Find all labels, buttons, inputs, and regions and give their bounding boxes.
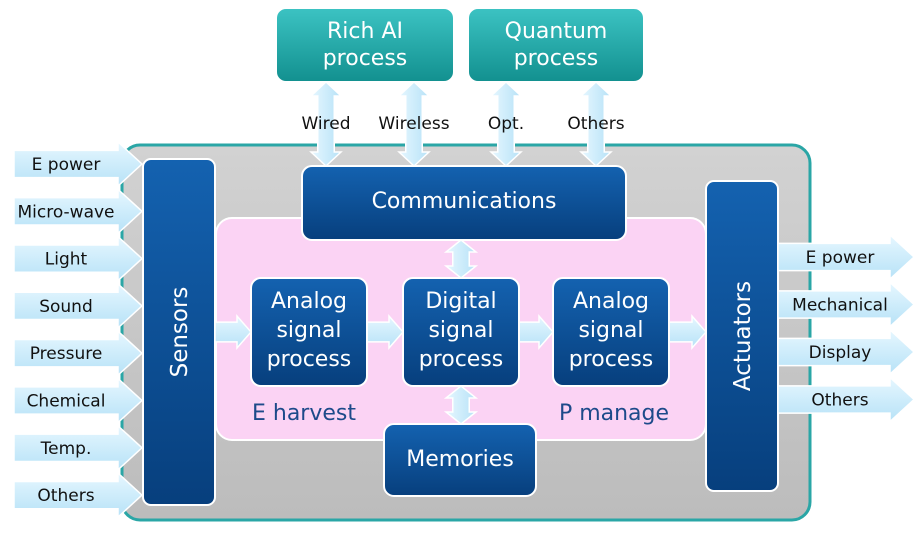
input-arrow-shape (13, 140, 144, 188)
input-arrow-shape (13, 329, 144, 377)
analog-signal-process-out-box: Analog signal process (552, 277, 670, 387)
link-label-wired: Wired (301, 114, 350, 134)
analog-out-line-3: process (569, 347, 654, 372)
output-label: Display (809, 343, 872, 363)
output-arrow-shape (777, 328, 916, 376)
quantum-process-box: Quantum process (467, 7, 645, 83)
input-arrow-shape (13, 187, 144, 236)
e-harvest-label: E harvest (252, 401, 356, 426)
analog-to-actuator-arrow (668, 314, 707, 350)
sensor-to-analog-arrow (214, 314, 252, 350)
memories-label: Memories (406, 447, 514, 472)
input-arrow-1: Micro-wave (13, 187, 144, 236)
p-manage-label: P manage (559, 401, 669, 426)
output-arrow-shape (777, 233, 916, 281)
input-label: Sound (39, 297, 93, 317)
input-label: Others (37, 486, 94, 506)
output-arrow-3: Others (777, 375, 916, 424)
output-arrow-shape (777, 280, 916, 329)
input-arrow-3: Sound (13, 282, 144, 330)
sensors-label: Sensors (167, 287, 193, 378)
input-arrow-0: E power (13, 140, 144, 188)
output-label: E power (806, 248, 875, 268)
digital-line-1: Digital (425, 289, 496, 314)
digital-to-analog-arrow (518, 314, 554, 350)
output-arrow-1: Mechanical (777, 280, 916, 329)
input-arrow-shape (13, 424, 144, 472)
rich-ai-process-line-2: process (323, 46, 408, 71)
output-label: Mechanical (792, 296, 888, 316)
input-label: Pressure (30, 344, 103, 364)
input-arrow-2: Light (13, 234, 144, 283)
digital-signal-process-box: Digital signal process (402, 277, 520, 387)
input-arrow-shape (13, 282, 144, 330)
input-arrow-5: Chemical (13, 376, 144, 425)
actuators-label: Actuators (730, 281, 756, 391)
input-arrow-shape (13, 471, 144, 519)
sensors-bar: Sensors (142, 158, 216, 506)
output-arrow-shape (777, 375, 916, 424)
input-arrow-6: Temp. (13, 424, 144, 472)
input-arrow-shape (13, 234, 144, 283)
analog-in-line-3: process (267, 347, 352, 372)
rich-ai-process-box: Rich AI process (275, 7, 455, 83)
input-label: Chemical (27, 392, 106, 412)
input-label: E power (32, 155, 101, 175)
link-label-optical: Opt. (488, 114, 524, 134)
analog-out-line-1: Analog (573, 289, 649, 314)
analog-to-digital-arrow (366, 314, 404, 350)
input-arrow-4: Pressure (13, 329, 144, 377)
input-arrow-7: Others (13, 471, 144, 519)
signal-flow-arrows (214, 239, 707, 425)
input-arrow-shape (13, 376, 144, 425)
communications-box: Communications (301, 165, 627, 241)
actuators-bar: Actuators (705, 180, 779, 492)
link-label-wireless: Wireless (378, 114, 449, 134)
memories-box: Memories (383, 423, 537, 497)
input-arrows: E powerMicro-waveLightSoundPressureChemi… (13, 140, 144, 519)
input-label: Light (45, 250, 88, 270)
input-label: Micro-wave (17, 202, 114, 222)
digital-line-3: process (419, 347, 504, 372)
output-label: Others (811, 391, 868, 411)
rich-ai-process-line-1: Rich AI (327, 19, 403, 44)
analog-out-line-2: signal (578, 318, 643, 343)
analog-in-line-1: Analog (271, 289, 347, 314)
quantum-process-line-2: process (514, 46, 599, 71)
link-label-others: Others (567, 114, 624, 134)
quantum-process-line-1: Quantum (505, 19, 608, 44)
output-arrow-2: Display (777, 328, 916, 376)
output-arrow-0: E power (777, 233, 916, 281)
digital-line-2: signal (428, 318, 493, 343)
communications-label: Communications (372, 189, 557, 214)
analog-signal-process-in-box: Analog signal process (250, 277, 368, 387)
analog-in-line-2: signal (276, 318, 341, 343)
input-label: Temp. (40, 439, 92, 459)
